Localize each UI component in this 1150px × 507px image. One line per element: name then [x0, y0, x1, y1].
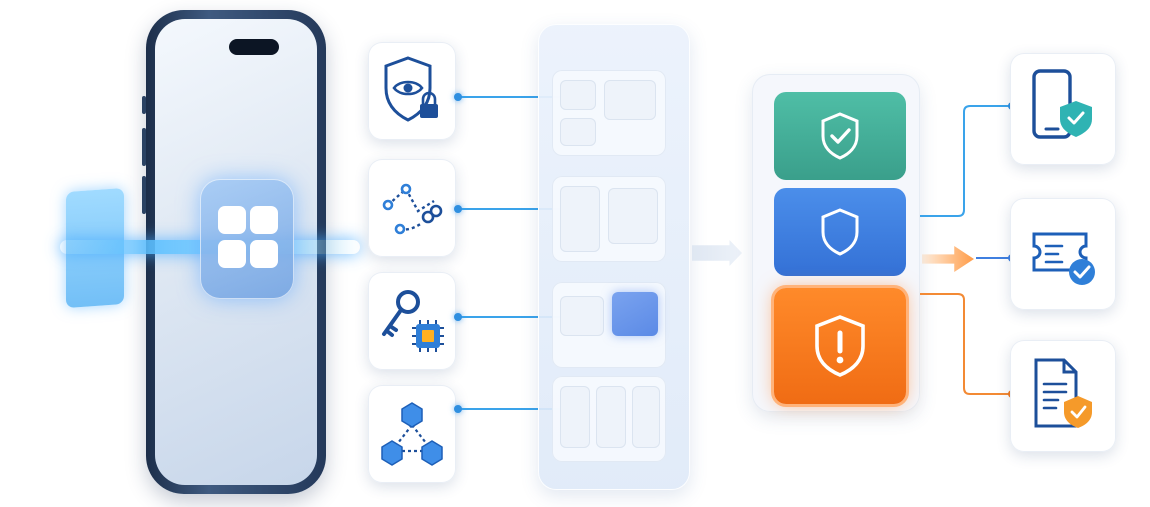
panel-pane [604, 80, 656, 120]
capability-card-privacy[interactable] [368, 42, 456, 140]
connector-dot [454, 313, 462, 321]
phone-shield-icon [1032, 69, 1092, 139]
connector-line [458, 408, 578, 410]
connector-dot [454, 205, 462, 213]
app-grid-cell [250, 206, 278, 234]
status-secure[interactable] [774, 92, 906, 180]
ticket-check-icon [1032, 232, 1095, 285]
shield-icon [821, 208, 859, 256]
app-grid-cell [218, 206, 246, 234]
panel-pane [632, 386, 660, 448]
output-card-ticket[interactable] [1010, 198, 1116, 310]
document-shield-icon [1034, 358, 1092, 428]
capability-card-key-hardware[interactable] [368, 272, 456, 370]
capability-card-network[interactable] [368, 385, 456, 483]
phone-side-button [142, 96, 146, 114]
panel-row [552, 376, 666, 462]
panel-row [552, 282, 666, 368]
key-chip-icon [382, 290, 444, 352]
panel-pane [560, 186, 600, 252]
connector-dot [454, 405, 462, 413]
app-grid-cell [218, 240, 246, 268]
shield-check-icon [821, 112, 859, 160]
panel-row [552, 176, 666, 262]
panel-pane [560, 296, 604, 336]
app-grid-cell [250, 240, 278, 268]
connector-line [458, 316, 582, 318]
phone-volume-down [142, 176, 146, 214]
connector-line [458, 208, 600, 210]
status-threat[interactable] [774, 288, 906, 404]
panel-pane [560, 80, 596, 110]
cube-network-icon [381, 402, 443, 466]
app-grid-icon[interactable] [200, 179, 294, 299]
output-routing-lines [920, 102, 1016, 398]
panel-pane [560, 118, 596, 146]
panel-row [552, 70, 666, 156]
panel-pane [608, 188, 658, 244]
panel-pane [560, 386, 590, 448]
shield-eye-lock-icon [384, 56, 438, 122]
phone-notch [229, 39, 279, 55]
output-card-report[interactable] [1010, 340, 1116, 452]
shield-alert-icon [815, 315, 865, 377]
panel-pane-highlighted [612, 292, 658, 336]
capability-card-routing[interactable] [368, 159, 456, 257]
panel-pane [596, 386, 626, 448]
connector-dot [454, 93, 462, 101]
routing-nodes-icon [382, 183, 443, 235]
output-card-device[interactable] [1010, 53, 1116, 165]
processing-panel [538, 24, 690, 490]
status-protected[interactable] [774, 188, 906, 276]
connector-line [458, 96, 588, 98]
flow-arrow [692, 240, 742, 266]
phone-volume-up [142, 128, 146, 166]
